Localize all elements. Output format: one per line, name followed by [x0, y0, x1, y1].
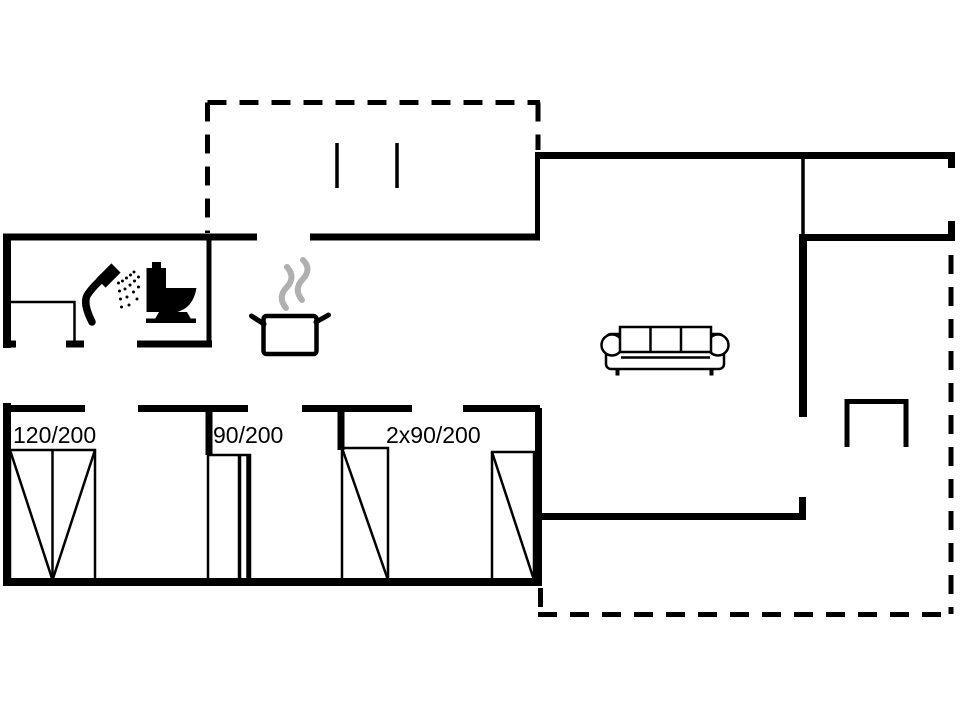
bed-double-120: [8, 448, 97, 582]
bed-single-90: [206, 453, 252, 582]
sofa-icon: [600, 325, 730, 376]
bed-size-label-120-200: 120/200: [13, 422, 97, 448]
toilet-icon: [146, 262, 197, 323]
steam-icon: [278, 257, 311, 311]
shower-enclosure: [8, 300, 76, 341]
bed-twin-left: [340, 446, 390, 582]
bed-size-label-90-200: 90/200: [213, 422, 284, 448]
bed-size-label-2x90-200: 2x90/200: [386, 422, 481, 448]
terrace-outline-right: [538, 255, 954, 617]
terrace-outline-top: [205, 100, 541, 233]
cooking-pot-icon: [249, 257, 331, 357]
shower-spray-dots: [117, 270, 140, 309]
shower-icon: [82, 263, 140, 326]
terrace-marking-lines: [335, 143, 399, 188]
bed-twin-right: [490, 450, 536, 582]
chair-symbol-icon: [844, 399, 909, 447]
walls: [3, 152, 955, 586]
